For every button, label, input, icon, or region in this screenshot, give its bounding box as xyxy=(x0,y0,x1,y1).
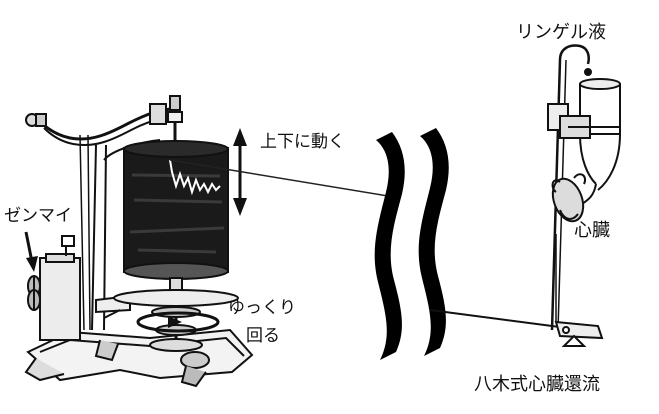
trace-line xyxy=(169,159,221,196)
smoked-drum xyxy=(123,140,229,280)
spring-label: ゼンマイ xyxy=(4,206,72,226)
ringer-solution-label: リンゲル液 xyxy=(516,22,606,43)
heart-specimen xyxy=(551,173,586,223)
kymograph-frame xyxy=(25,95,183,331)
yagi-perfusion-label: 八木式心臓還流 xyxy=(474,374,600,395)
writing-lever xyxy=(169,159,389,197)
break-symbol xyxy=(374,128,449,360)
up-down-label: 上下に動く xyxy=(260,132,345,152)
rotate-label-line1: ゆっくり xyxy=(228,298,296,318)
heart-label: 心臓 xyxy=(574,220,610,241)
perfusion-lever xyxy=(429,234,604,347)
spring-box xyxy=(27,235,81,341)
rotate-label-line2: 回る xyxy=(246,326,280,346)
spring-arrow xyxy=(24,231,38,272)
rotation-arrow xyxy=(136,311,220,333)
